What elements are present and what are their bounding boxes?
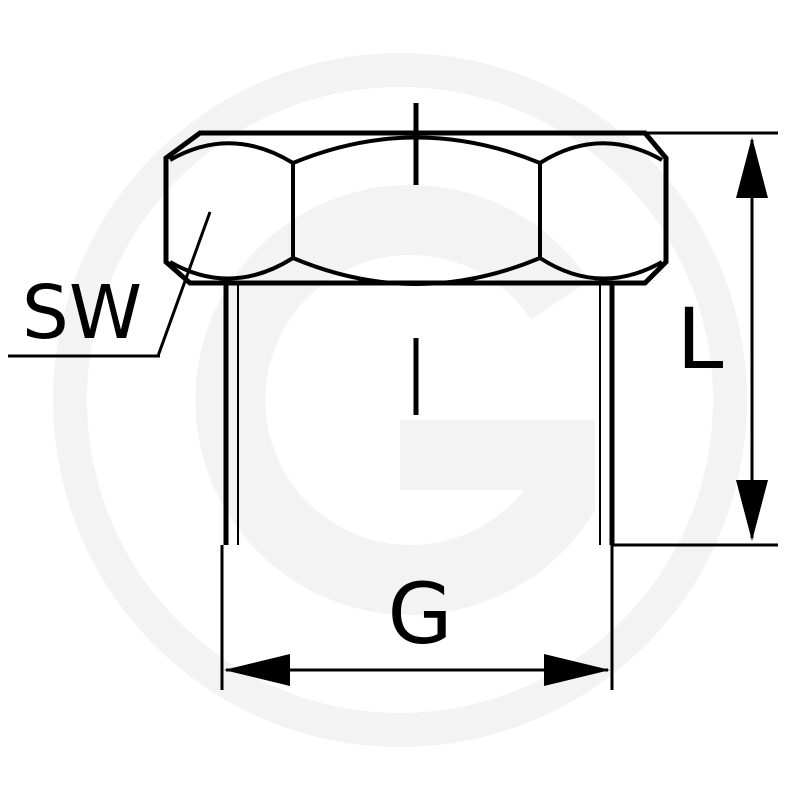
thread-shank [223,283,615,545]
arrow-up [736,137,768,198]
hex-face-right [538,141,663,281]
hex-head [163,130,669,286]
arrow-down [736,480,768,541]
length-dimension [612,131,778,547]
length-label: L [677,290,724,388]
hex-face-left [169,141,295,281]
watermark-logo [53,53,747,747]
arrow-right [544,654,610,686]
thread-label: G [387,565,452,663]
sw-leader [8,211,212,358]
wrench-size-label: SW [22,270,142,356]
thread-dimension [220,545,614,690]
arrow-left [224,654,290,686]
